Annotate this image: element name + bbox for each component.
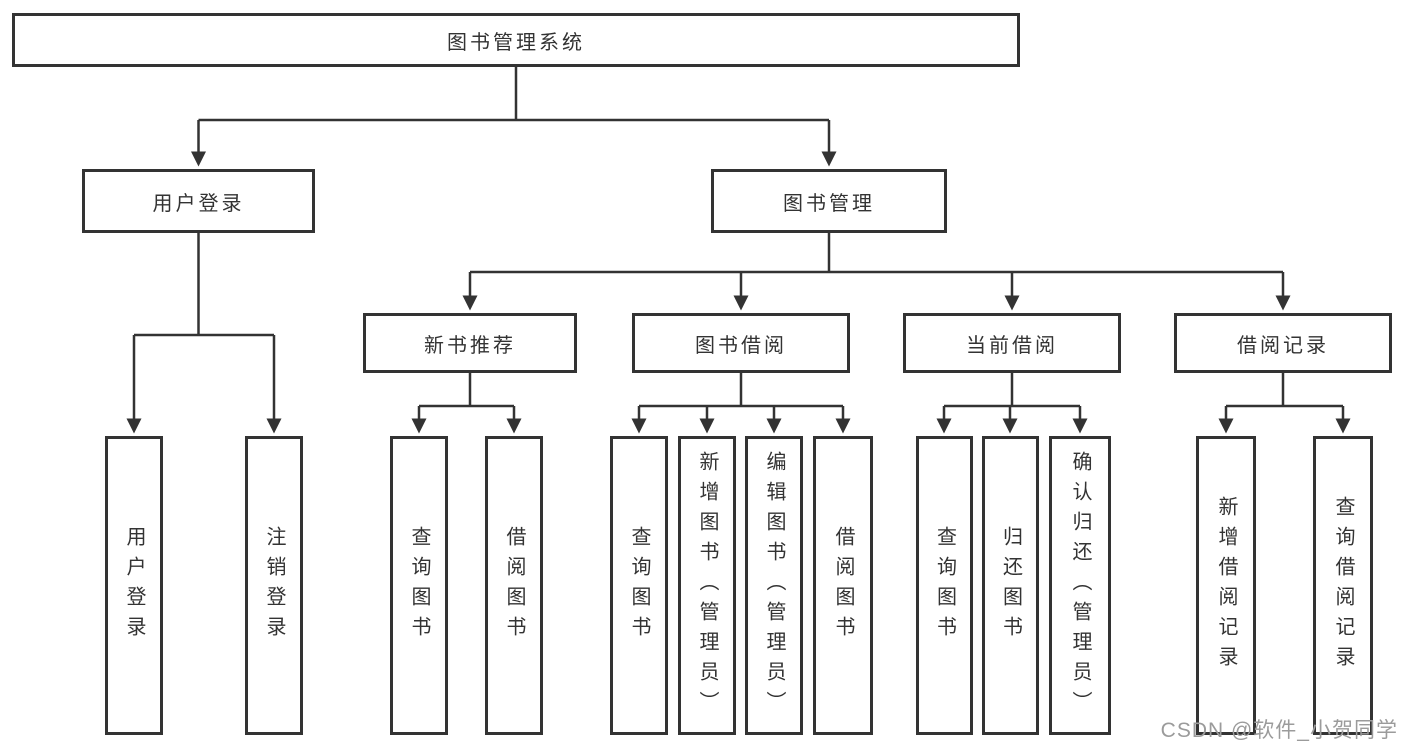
node-label: 新增借阅记录: [1215, 495, 1237, 676]
node-label: 归还图书: [999, 525, 1022, 646]
leaf-return-books: 归还图书: [982, 436, 1039, 735]
node-label: 用户登录: [152, 192, 245, 215]
node-label: 图书管理: [783, 192, 875, 215]
node-label: 新书推荐: [424, 334, 516, 357]
leaf-query-books-borrowing: 查询图书: [610, 436, 668, 735]
node-label: 查询图书: [628, 525, 650, 646]
node-new-book-recommend: 新书推荐: [363, 313, 577, 373]
leaf-confirm-return-admin: 确认归还（管理员）: [1049, 436, 1111, 735]
leaf-query-borrow-record: 查询借阅记录: [1313, 436, 1373, 735]
node-label: 查询图书: [933, 525, 956, 646]
node-label: 当前借阅: [966, 334, 1058, 357]
leaf-logout: 注销登录: [245, 436, 303, 735]
node-label: 图书管理系统: [447, 31, 585, 54]
leaf-add-borrow-record: 新增借阅记录: [1196, 436, 1256, 735]
node-book-management: 图书管理: [711, 169, 947, 233]
leaf-query-books-current: 查询图书: [916, 436, 973, 735]
leaf-edit-books-admin: 编辑图书（管理员）: [745, 436, 803, 735]
node-label: 借阅记录: [1237, 334, 1329, 357]
node-book-borrowing: 图书借阅: [632, 313, 850, 373]
node-library-management-system: 图书管理系统: [12, 13, 1020, 67]
node-label: 新增图书（管理员）: [696, 450, 718, 721]
leaf-user-login: 用户登录: [105, 436, 163, 735]
node-label: 借阅图书: [503, 525, 525, 646]
leaf-borrow-books-recommend: 借阅图书: [485, 436, 543, 735]
node-label: 编辑图书（管理员）: [763, 450, 785, 721]
csdn-watermark: CSDN @软件_小贺同学: [1160, 719, 1398, 742]
node-label: 确认归还（管理员）: [1069, 450, 1091, 721]
node-label: 用户登录: [123, 525, 145, 646]
leaf-add-books-admin: 新增图书（管理员）: [678, 436, 736, 735]
node-label: 图书借阅: [695, 334, 787, 357]
leaf-query-books-recommend: 查询图书: [390, 436, 448, 735]
node-user-login: 用户登录: [82, 169, 315, 233]
node-borrowing-records: 借阅记录: [1174, 313, 1392, 373]
node-current-borrowing: 当前借阅: [903, 313, 1121, 373]
node-label: 查询图书: [408, 525, 430, 646]
node-label: 借阅图书: [832, 525, 854, 646]
node-label: 注销登录: [263, 525, 285, 646]
leaf-borrow-books-borrowing: 借阅图书: [813, 436, 873, 735]
node-label: 查询借阅记录: [1332, 495, 1354, 676]
